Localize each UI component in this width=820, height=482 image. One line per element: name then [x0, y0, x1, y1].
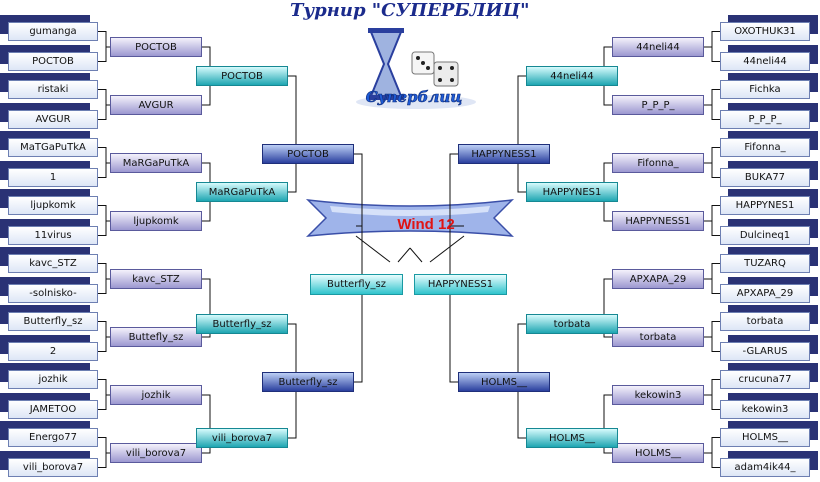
right-entry-player: kekowin3: [720, 400, 810, 419]
winner-name: Wind 12: [397, 216, 455, 233]
left-entry-player: ristaki: [8, 80, 98, 99]
connector-line: [704, 205, 720, 236]
left-round1-winner: jozhik: [110, 385, 202, 405]
left-round1-winner: РОСТОВ: [110, 37, 202, 57]
left-entry-player: jozhik: [8, 370, 98, 389]
connector-line: [98, 263, 110, 294]
connector-line: [704, 437, 720, 468]
right-round2-winner: HOLMS__: [526, 428, 618, 448]
right-entry-player: Fifonna_: [720, 138, 810, 157]
left-entry-player: 2: [8, 342, 98, 361]
left-entry-player: gumanga: [8, 22, 98, 41]
right-round1-winner: APXAPA_29: [612, 269, 704, 289]
connector-line: [704, 31, 720, 62]
connector-line: [98, 205, 110, 236]
connector-line: [98, 379, 110, 410]
connector-line: [98, 89, 110, 120]
left-entry-player: Energo77: [8, 428, 98, 447]
right-round1-winner: Fifonna_: [612, 153, 704, 173]
right-entry-player: torbata: [720, 312, 810, 331]
right-entry-player: OXOTHUK31: [720, 22, 810, 41]
right-entry-player: TUZARQ: [720, 254, 810, 273]
left-round2-winner: MaRGaPuTkA: [196, 182, 288, 202]
right-round2-winner: torbata: [526, 314, 618, 334]
right-entry-player: adam4ik44_: [720, 458, 810, 477]
right-semifinal-winner: HAPPYNESS1: [458, 144, 550, 164]
left-round1-winner: kavc_STZ: [110, 269, 202, 289]
connector-line: [397, 247, 423, 263]
right-entry-player: Dulcineq1: [720, 226, 810, 245]
left-entry-player: MaTGaPuTkA: [8, 138, 98, 157]
left-entry-player: AVGUR: [8, 110, 98, 129]
connector-line: [704, 89, 720, 120]
left-semifinal-winner: Butterfly_sz: [262, 372, 354, 392]
left-entry-player: РОСТОВ: [8, 52, 98, 71]
left-round1-winner: vili_borova7: [110, 443, 202, 463]
connector-line: [704, 263, 720, 294]
right-round1-winner: HOLMS__: [612, 443, 704, 463]
finalist-player: HAPPYNESS1: [414, 274, 507, 295]
svg-text:Суперблиц: Суперблиц: [366, 88, 463, 106]
right-round2-winner: HAPPYNES1: [526, 182, 618, 202]
left-round1-winner: Buttefly_sz: [110, 327, 202, 347]
left-round2-winner: vili_borova7: [196, 428, 288, 448]
connector-line: [704, 379, 720, 410]
left-entry-player: JAMETOO: [8, 400, 98, 419]
connector-line: [517, 75, 550, 193]
right-entry-player: 44neli44: [720, 52, 810, 71]
left-entry-player: kavc_STZ: [8, 254, 98, 273]
right-round2-winner: 44neli44: [526, 66, 618, 86]
left-round1-winner: MaRGaPuTkA: [110, 153, 202, 173]
right-entry-player: -GLARUS: [720, 342, 810, 361]
left-entry-player: ljupkomk: [8, 196, 98, 215]
connector-line: [704, 147, 720, 178]
connector-line: [355, 235, 391, 263]
right-entry-player: APXAPA_29: [720, 284, 810, 303]
right-semifinal-winner: HOLMS__: [458, 372, 550, 392]
left-entry-player: Butterfly_sz: [8, 312, 98, 331]
connector-line: [262, 75, 297, 193]
connector-line: [354, 153, 363, 383]
left-round1-winner: AVGUR: [110, 95, 202, 115]
connector-line: [98, 31, 110, 62]
right-round1-winner: torbata: [612, 327, 704, 347]
connector-line: [98, 321, 110, 352]
right-entry-player: HAPPYNES1: [720, 196, 810, 215]
connector-line: [449, 153, 464, 383]
right-entry-player: Fichka: [720, 80, 810, 99]
left-entry-player: vili_borova7: [8, 458, 98, 477]
left-round1-winner: ljupkomk: [110, 211, 202, 231]
right-entry-player: BUKA77: [720, 168, 810, 187]
left-entry-player: 11virus: [8, 226, 98, 245]
left-entry-player: -solnisko-: [8, 284, 98, 303]
right-entry-player: crucuna77: [720, 370, 810, 389]
left-entry-player: 1: [8, 168, 98, 187]
left-semifinal-winner: РОСТОВ: [262, 144, 354, 164]
finalist-player: Butterfly_sz: [310, 274, 403, 295]
right-round1-winner: HAPPYNESS1: [612, 211, 704, 231]
right-round1-winner: kekowin3: [612, 385, 704, 405]
connector-line: [704, 321, 720, 352]
right-entry-player: P_P_P_: [720, 110, 810, 129]
tournament-title: Турнир "СУПЕРБЛИЦ": [290, 0, 530, 21]
right-round1-winner: P_P_P_: [612, 95, 704, 115]
right-entry-player: HOLMS__: [720, 428, 810, 447]
connector-line: [429, 235, 465, 263]
left-round2-winner: Butterfly_sz: [196, 314, 288, 334]
connector-line: [98, 147, 110, 178]
right-round1-winner: 44neli44: [612, 37, 704, 57]
left-round2-winner: РОСТОВ: [196, 66, 288, 86]
superblitz-logo: Суперблиц: [346, 22, 486, 116]
connector-line: [98, 437, 110, 468]
